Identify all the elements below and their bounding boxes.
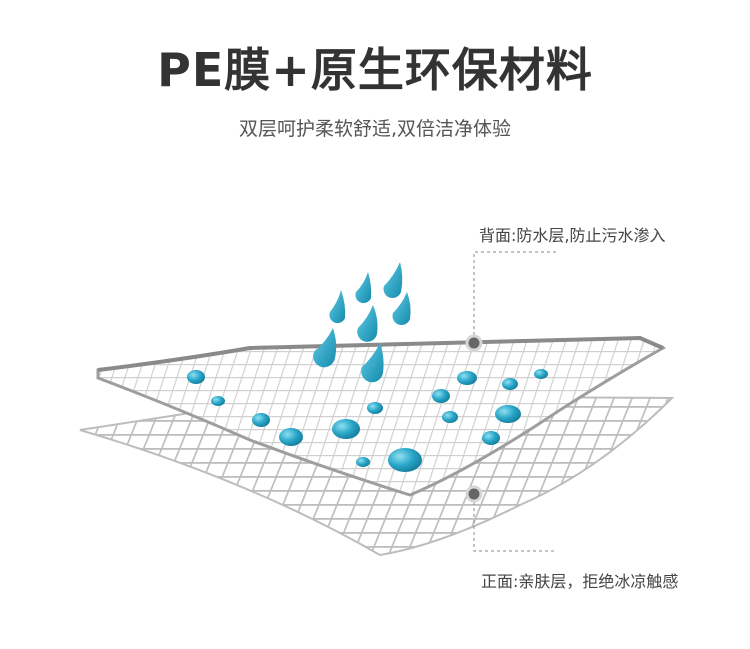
falling-drop-icon [329, 290, 346, 324]
back-waterproof-layer [96, 335, 667, 497]
water-drop-icon [495, 405, 521, 423]
callout-markers [465, 334, 483, 503]
water-drop-icon [388, 448, 422, 472]
water-drop-icon [356, 457, 370, 467]
falling-drop-icon [383, 262, 403, 299]
water-drop-icon [332, 419, 360, 439]
back-layer-callout: 背面:防水层,防止污水渗入 [479, 226, 666, 245]
falling-drop-icon [392, 292, 411, 326]
callout-leaders [473, 251, 557, 552]
page-subtitle: 双层呵护柔软舒适,双倍洁净体验 [238, 118, 512, 140]
water-drop-icon [252, 413, 270, 427]
falling-drop-icon [361, 343, 384, 383]
water-drop-icon [534, 369, 548, 379]
page-title: PE膜+原生环保材料 [157, 43, 593, 97]
water-drop-icon [442, 411, 458, 423]
water-drop-icon [367, 402, 383, 414]
water-drop-icon [457, 371, 477, 385]
back-callout-leader [473, 251, 557, 341]
water-drop-icon [502, 378, 518, 390]
back-callout-marker [465, 334, 483, 352]
water-drop-icon [279, 428, 303, 446]
water-drops [187, 369, 548, 472]
falling-drops [313, 262, 411, 383]
front-callout-leader [473, 496, 557, 552]
falling-drop-icon [357, 305, 378, 342]
front-layer-callout: 正面:亲肤层，拒绝冰凉触感 [481, 572, 679, 591]
water-drop-icon [211, 396, 225, 406]
water-drop-icon [187, 370, 205, 384]
front-callout-marker [465, 485, 483, 503]
falling-drop-icon [355, 272, 372, 304]
water-drop-icon [482, 431, 500, 445]
falling-drop-icon [313, 328, 337, 368]
water-drop-icon [432, 389, 450, 403]
